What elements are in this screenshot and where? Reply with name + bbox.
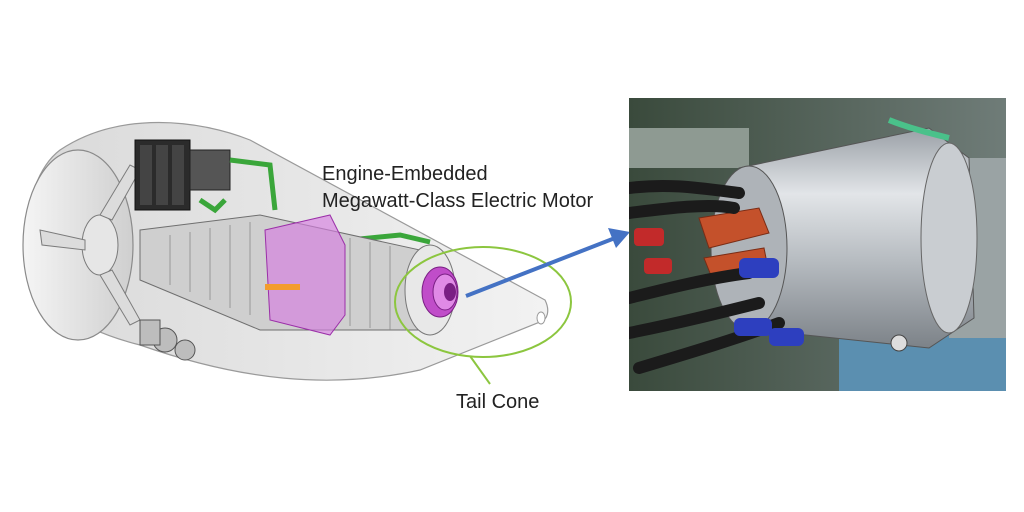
green-wiring bbox=[887, 117, 950, 141]
blue-connectors bbox=[734, 258, 804, 346]
tail-cone-label: Tail Cone bbox=[456, 391, 540, 413]
motor-label-line1: Engine-Embedded bbox=[322, 163, 488, 185]
combustor-section bbox=[264, 214, 346, 336]
motor-test-photo bbox=[629, 98, 1006, 391]
motor-label-line2: Megawatt-Class Electric Motor bbox=[322, 190, 594, 212]
orange-shaft bbox=[265, 284, 300, 290]
motor-rear-flange bbox=[920, 142, 978, 334]
motor-pointer-arrow bbox=[465, 228, 630, 298]
fan-hub bbox=[81, 214, 119, 276]
pressure-gauge bbox=[890, 334, 908, 352]
red-connectors bbox=[634, 228, 672, 274]
core-detail-lines bbox=[169, 222, 391, 330]
fan-blades bbox=[39, 164, 141, 326]
embedded-electric-motor bbox=[421, 266, 459, 318]
motor-photo-drawing bbox=[629, 98, 1006, 391]
power-cables bbox=[629, 179, 785, 374]
accessory-gearbox bbox=[134, 139, 231, 211]
lower-accessories bbox=[139, 319, 196, 361]
tail-cone-highlight-ellipse bbox=[394, 246, 572, 358]
lab-rack bbox=[629, 128, 749, 168]
tail-cone-leader-line bbox=[469, 355, 491, 385]
tail-cone-tip bbox=[536, 311, 546, 325]
